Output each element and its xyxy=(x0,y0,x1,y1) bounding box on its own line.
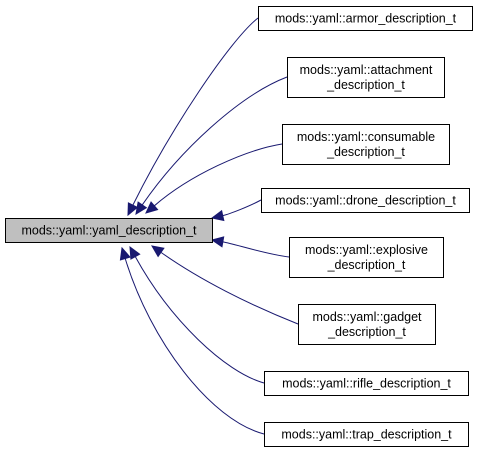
inheritance-edges xyxy=(119,17,299,435)
edge-consumable xyxy=(153,143,283,207)
derived-class-node-consumable-label-line-2: _description_t xyxy=(326,145,405,159)
edge-arrowhead-armor xyxy=(127,202,139,217)
edge-arrowhead-drone xyxy=(210,209,225,222)
derived-class-node-consumable-box xyxy=(282,124,450,165)
edge-gadget xyxy=(160,251,299,325)
derived-class-node-explosive-label-line-2: _description_t xyxy=(327,258,406,272)
edge-rifle xyxy=(134,256,265,384)
derived-class-node-armor-label-line-1: mods::yaml::armor_description_t xyxy=(275,12,457,26)
derived-class-node-drone-label-line-1: mods::yaml::drone_description_t xyxy=(275,194,456,208)
derived-class-node-explosive-box xyxy=(289,237,444,278)
class-nodes: mods::yaml::yaml_description_tmods::yaml… xyxy=(5,6,473,447)
derived-class-node-armor[interactable]: mods::yaml::armor_description_t xyxy=(258,6,473,31)
derived-class-node-armor-box xyxy=(258,6,473,31)
edge-trap xyxy=(124,258,265,435)
derived-class-node-trap-label-line-1: mods::yaml::trap_description_t xyxy=(281,428,452,442)
derived-class-node-gadget-label-line-1: mods::yaml::gadget xyxy=(312,310,422,324)
edge-arrowhead-consumable xyxy=(145,201,159,214)
derived-class-node-attachment-label-line-1: mods::yaml::attachment xyxy=(300,63,433,77)
edge-arrowhead-attachment xyxy=(135,201,148,215)
derived-class-node-attachment-label-line-2: _description_t xyxy=(326,78,405,92)
edge-arrowhead-trap xyxy=(119,246,131,261)
derived-class-node-explosive-label-line-1: mods::yaml::explosive xyxy=(305,243,428,257)
derived-class-node-drone-box xyxy=(261,188,470,213)
derived-class-node-consumable-label-line-1: mods::yaml::consumable xyxy=(297,130,435,144)
derived-class-node-rifle-label-line-1: mods::yaml::rifle_description_t xyxy=(282,377,451,391)
edge-explosive xyxy=(222,241,290,258)
derived-class-node-explosive[interactable]: mods::yaml::explosive_description_t xyxy=(289,237,444,278)
derived-class-node-trap-box xyxy=(264,422,469,447)
derived-class-node-gadget-label-line-2: _description_t xyxy=(327,325,406,339)
base-class-node-label-line-1: mods::yaml::yaml_description_t xyxy=(21,224,197,238)
derived-class-node-gadget[interactable]: mods::yaml::gadget_description_t xyxy=(298,304,436,345)
base-class-node[interactable]: mods::yaml::yaml_description_t xyxy=(5,218,213,243)
derived-class-node-trap[interactable]: mods::yaml::trap_description_t xyxy=(264,422,469,447)
derived-class-node-gadget-box xyxy=(298,304,436,345)
edge-attachment xyxy=(141,76,288,206)
derived-class-node-consumable[interactable]: mods::yaml::consumable_description_t xyxy=(282,124,450,165)
edge-armor xyxy=(132,17,259,206)
derived-class-node-rifle-box xyxy=(264,371,469,396)
derived-class-node-attachment-box xyxy=(287,57,445,98)
edge-arrowhead-rifle xyxy=(129,245,141,260)
edge-arrowhead-explosive xyxy=(210,236,225,248)
derived-class-node-attachment[interactable]: mods::yaml::attachment_description_t xyxy=(287,57,445,98)
edge-drone xyxy=(222,199,262,217)
base-class-node-box xyxy=(5,218,213,243)
edge-arrowhead-gadget xyxy=(151,245,165,258)
derived-class-node-drone[interactable]: mods::yaml::drone_description_t xyxy=(261,188,470,213)
derived-class-node-rifle[interactable]: mods::yaml::rifle_description_t xyxy=(264,371,469,396)
